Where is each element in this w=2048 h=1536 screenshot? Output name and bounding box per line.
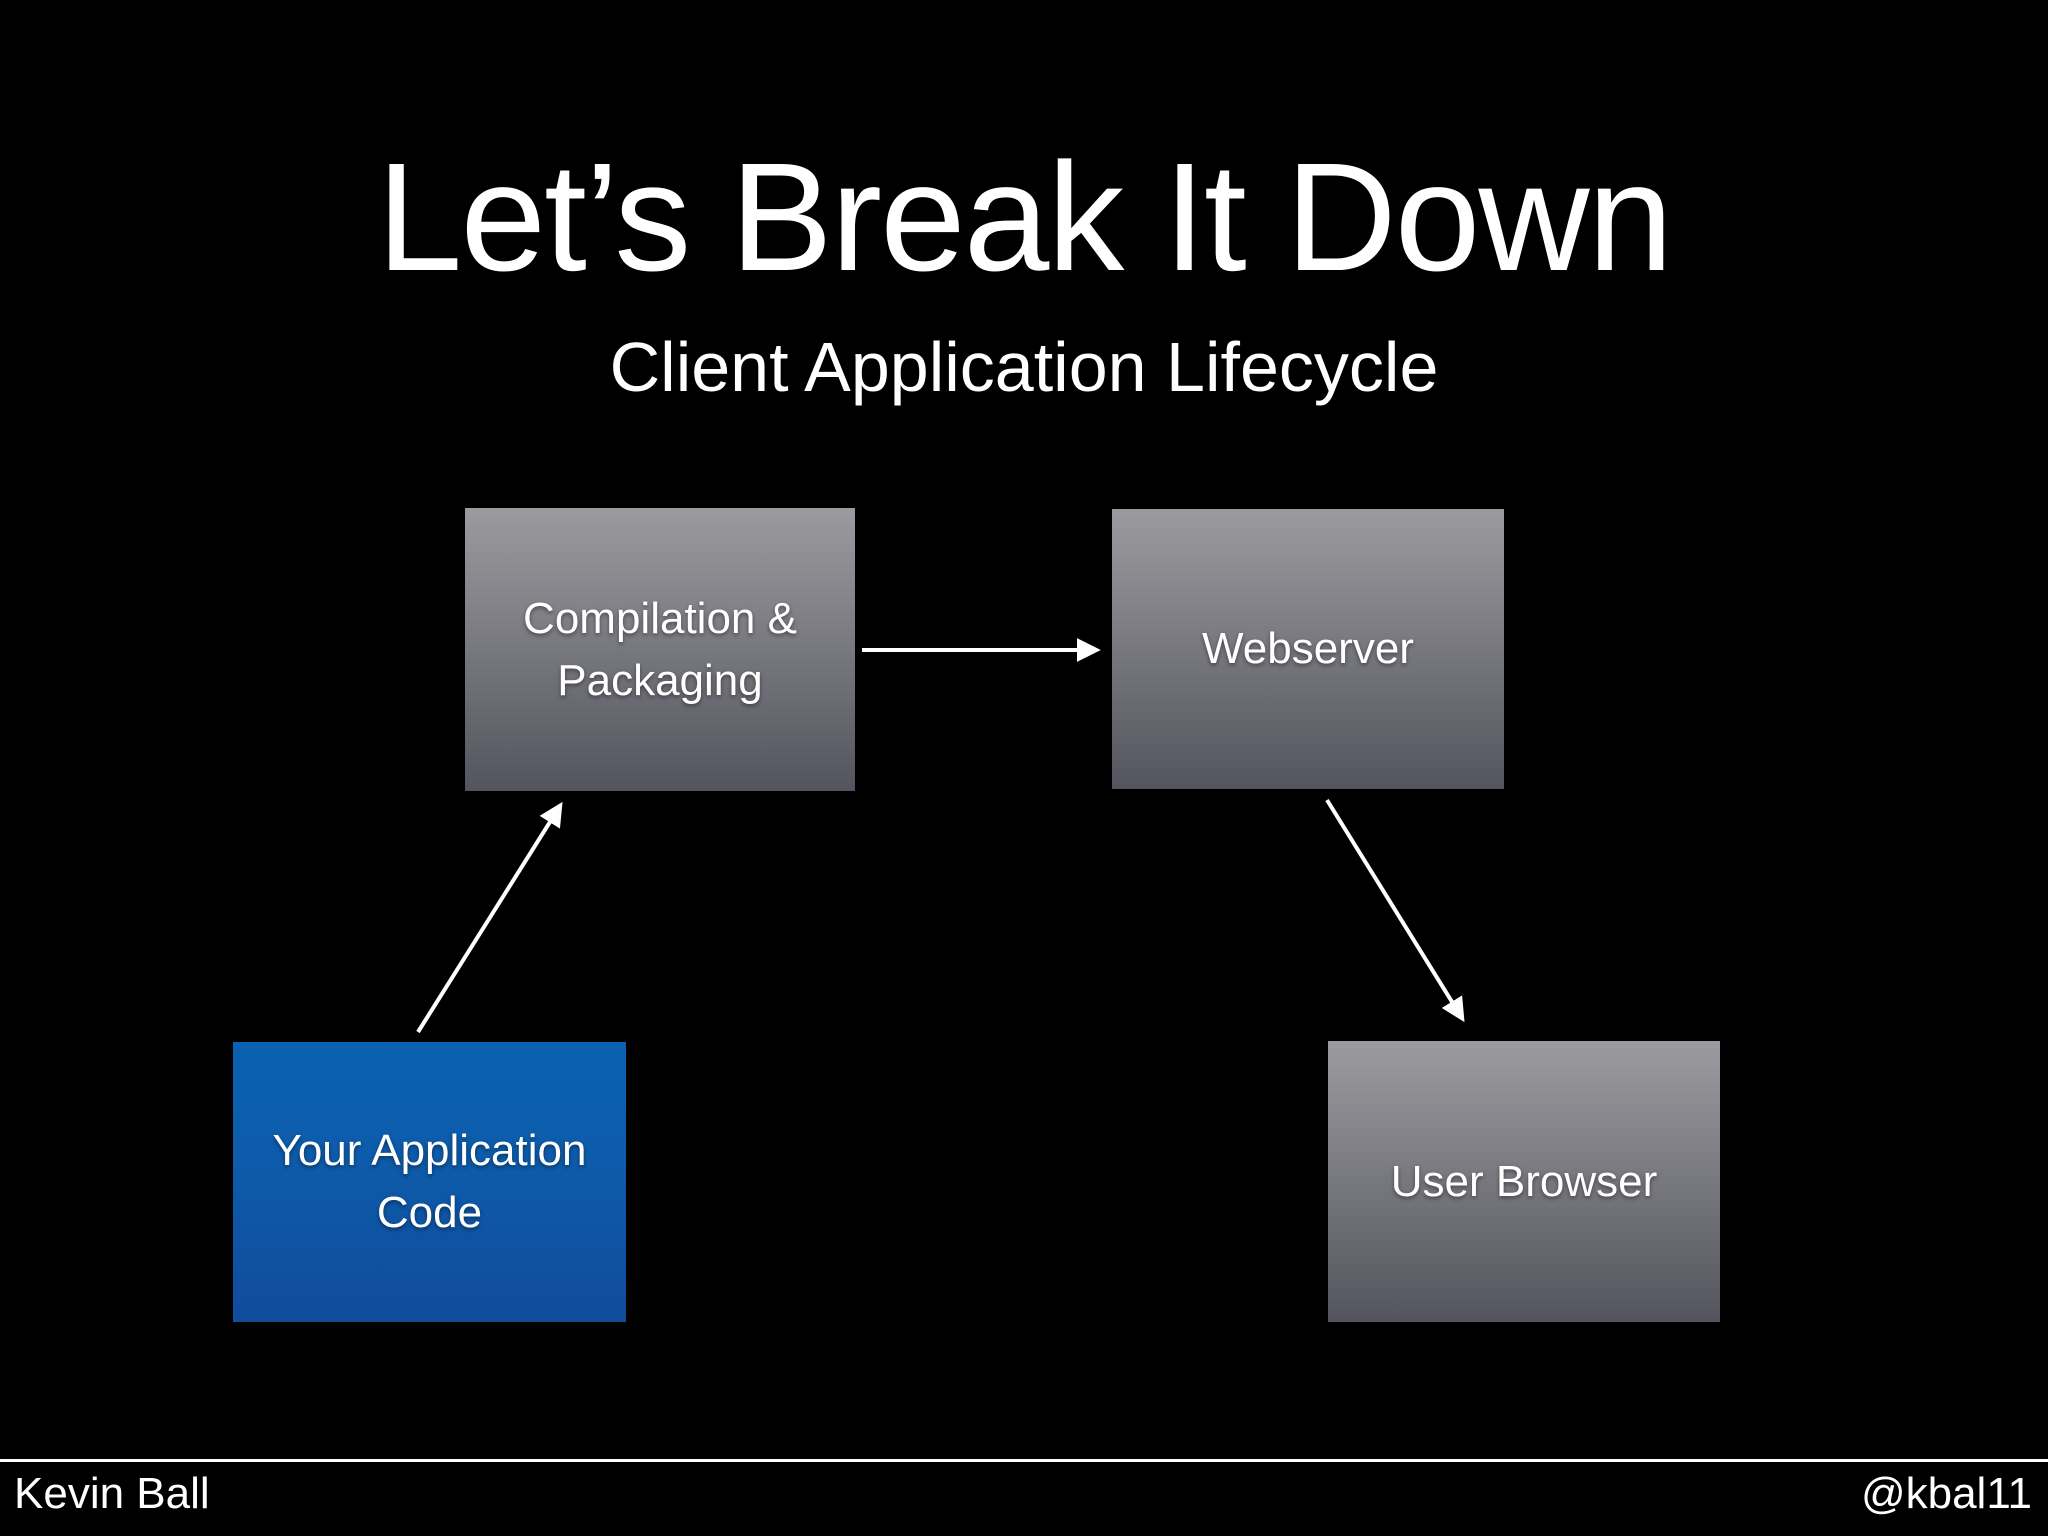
footer-twitter-handle: @kbal11 — [1860, 1469, 2032, 1518]
node-label: Compilation & Packaging — [523, 593, 797, 705]
diagram-node-compilation-packaging: Compilation & Packaging — [465, 508, 855, 791]
slide-subtitle: Client Application Lifecycle — [609, 328, 1439, 406]
arrow-app-code-to-compilation — [416, 801, 563, 1034]
node-label: Webserver — [1202, 624, 1414, 674]
diagram-node-webserver: Webserver — [1112, 509, 1504, 789]
diagram-node-your-application-code: Your Application Code — [233, 1042, 626, 1322]
diagram-node-user-browser: User Browser — [1328, 1041, 1720, 1322]
arrow-webserver-to-user-browser — [1325, 798, 1465, 1023]
footer-author-name: Kevin Ball — [14, 1469, 210, 1518]
slide-title: Let’s Break It Down — [376, 131, 1673, 303]
node-label: Your Application Code — [272, 1126, 587, 1237]
footer-divider-line — [0, 1459, 2048, 1462]
node-label: User Browser — [1390, 1156, 1658, 1206]
